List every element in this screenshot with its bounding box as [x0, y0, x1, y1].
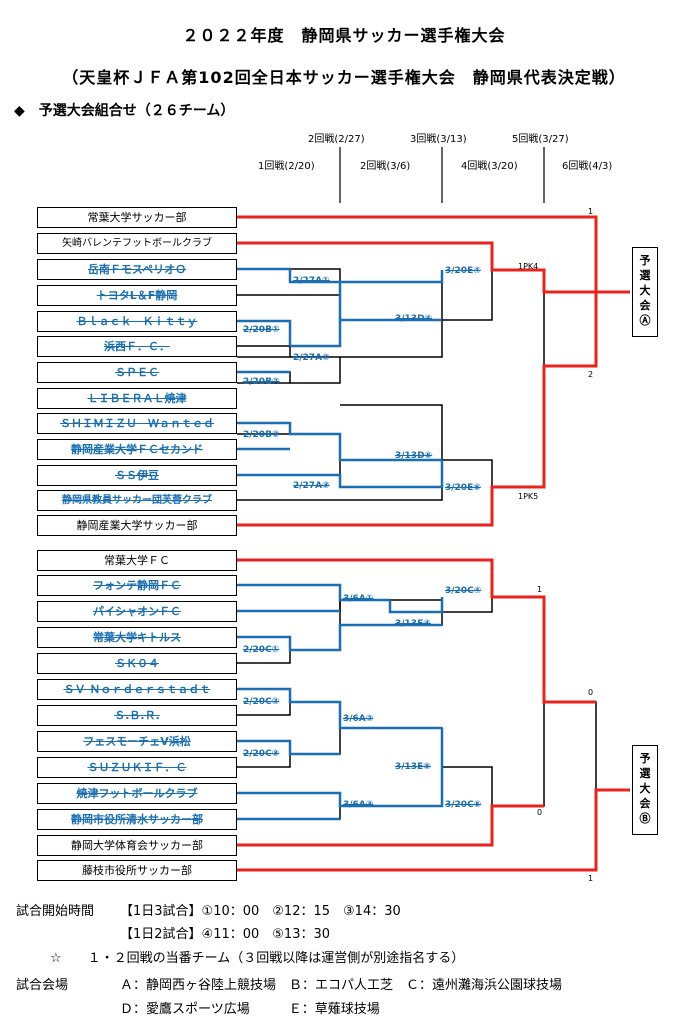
match-label: 2/27A② — [293, 353, 330, 363]
score: 1 — [588, 207, 594, 216]
round-header-4b: 4回戦(3/20) — [461, 161, 518, 172]
match-label: 3/6A③ — [343, 800, 374, 810]
match-label: 2/20C② — [243, 697, 280, 707]
match-label: 3/6A② — [343, 714, 374, 724]
team-slot: 静岡産業大学ＦＣセカンド — [37, 439, 237, 460]
match-label: 2/27A① — [293, 276, 330, 286]
team-slot: 静岡産業大学サッカー部 — [37, 515, 237, 536]
venue-label: 試合会場 — [16, 978, 69, 993]
match-label: 3/20E⑤ — [445, 483, 481, 493]
score: 0 — [588, 688, 594, 697]
round-header-3a: 3回戦(3/13) — [410, 134, 467, 145]
team-slot: 焼津フットボールクラブ — [37, 783, 237, 804]
team-slot: ＬＩＢＥＲＡＬ焼津 — [37, 388, 237, 409]
column-dividers — [339, 147, 545, 203]
team-slot: ＳＵＺＵＫＩＦ．Ｃ — [37, 757, 237, 778]
round-header-5a: 5回戦(3/27) — [512, 134, 569, 145]
team-slot: ＳＫ０４ — [37, 653, 237, 674]
round-header-2b: 2回戦(3/6) — [360, 161, 411, 172]
round-header-1b: 1回戦(2/20) — [258, 161, 315, 172]
score: 1 — [537, 585, 543, 594]
team-slot: トヨタL＆F静岡 — [37, 285, 237, 306]
team-slot: ＳＨＩＭＩＺＵ Ｗａｎｔｅｄ — [37, 413, 237, 434]
match-label: 2/20B③ — [243, 430, 280, 440]
team-slot: 静岡市役所清水サッカー部 — [37, 809, 237, 830]
pk-result: 1PK5 — [518, 492, 539, 501]
section-heading: ◆ 予選大会組合せ（２６チーム） — [14, 103, 235, 119]
team-slot: 常葉大学サッカー部 — [37, 207, 237, 228]
page-subtitle: （天皇杯ＪＦＡ第102回全日本サッカー選手権大会 静岡県代表決定戦） — [62, 68, 626, 87]
team-slot: フェスモーチェV浜松 — [37, 731, 237, 752]
team-slot: Ｓ.Ｂ.Ｒ. — [37, 705, 237, 726]
match-label: 2/27A③ — [293, 481, 330, 491]
match-label: 3/13D⑤ — [395, 451, 433, 461]
venue-line1: Ａ：静岡西ヶ谷陸上競技場 Ｂ：エコパ人工芝 Ｃ：遠州灘海浜公園球技場 — [120, 978, 563, 993]
venue-line2: Ｄ：愛鷹スポーツ広場 Ｅ：草薙球技場 — [120, 1002, 380, 1017]
team-slot: 静岡県教員サッカー団芙蓉クラブ — [37, 490, 237, 511]
match-label: 3/13E④ — [395, 619, 431, 629]
team-slot: フォンテ静岡ＦＣ — [37, 575, 237, 596]
match-label: 3/20C④ — [445, 586, 482, 596]
team-slot: 静岡大学体育会サッカー部 — [37, 835, 237, 856]
team-slot: パイシャオンＦＣ — [37, 601, 237, 622]
score: 1 — [588, 874, 594, 883]
match-label: 3/6A① — [343, 594, 374, 604]
duty-note: ☆ １・２回戦の当番チーム（３回戦以降は運営側が別途指名する） — [50, 951, 465, 966]
match-label: 3/13D④ — [395, 314, 433, 324]
round-header-2a: 2回戦(2/27) — [308, 134, 365, 145]
match-label: 2/20C③ — [243, 749, 280, 759]
match-label: 3/13E⑤ — [395, 762, 431, 772]
start-time-label: 試合開始時間 — [16, 904, 95, 919]
round-header-6b: 6回戦(4/3) — [562, 161, 613, 172]
team-slot: 藤枝市役所サッカー部 — [37, 860, 237, 881]
page-title: ２０２２年度 静岡県サッカー選手権大会 — [182, 26, 506, 45]
start-time-line1: 【1日3試合】①10：00 ②12：15 ③14：30 — [120, 904, 401, 919]
pk-result: 1PK4 — [518, 262, 539, 271]
match-label: 2/20B② — [243, 377, 280, 387]
team-slot: ＳＰＥＣ — [37, 362, 237, 383]
team-slot: 常葉大学ＦＣ — [37, 550, 237, 571]
team-slot: 岳南ＦモスペリオＯ — [37, 259, 237, 280]
team-slot: ＳＶ Ｎｏｒｄｅｒｓｔａｄｔ — [37, 679, 237, 700]
match-label: 3/20E④ — [445, 266, 481, 276]
team-slot: 浜西Ｆ．Ｃ． — [37, 336, 237, 357]
team-slot: ＳＳ伊豆 — [37, 465, 237, 486]
start-time-line2: 【1日2試合】④11：00 ⑤13：30 — [120, 927, 331, 942]
score: 2 — [588, 370, 594, 379]
score: 0 — [537, 808, 543, 817]
team-slot: Ｂｌａｃｋ Ｋｉｔｔｙ — [37, 311, 237, 332]
match-label: 2/20C① — [243, 645, 280, 655]
match-label: 3/20C⑤ — [445, 800, 482, 810]
team-slot: 矢崎バレンテフットボールクラブ — [37, 233, 237, 254]
team-slot: 常葉大学キトルス — [37, 627, 237, 648]
match-label: 2/20B① — [243, 325, 280, 335]
